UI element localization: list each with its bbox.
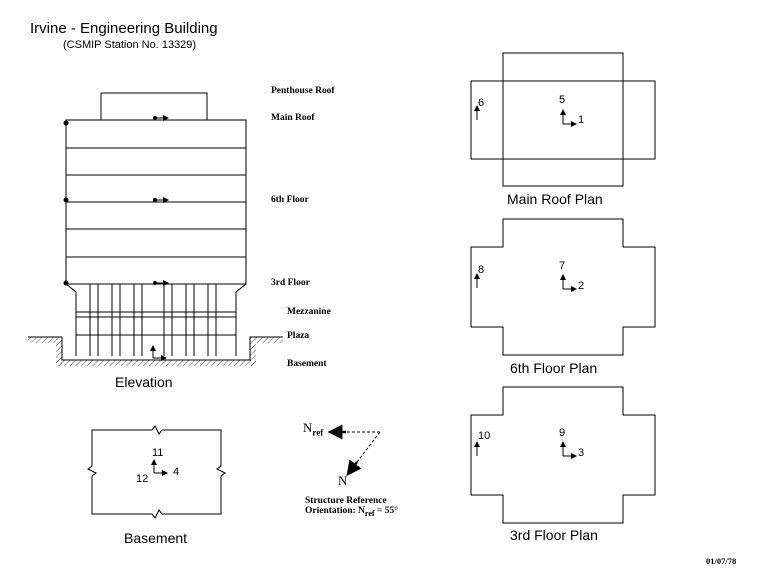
level-label-basement: Basement [287,359,327,369]
sensor-label-2: 2 [578,280,585,292]
n-label: N [338,473,348,488]
page-subtitle: (CSMIP Station No. 13329) [63,39,197,51]
sensor-label-1: 1 [578,114,585,126]
3rd-floor-plan-drawing [470,386,656,524]
level-label-main-roof: Main Roof [271,113,315,123]
sensor-label-5: 5 [559,94,566,106]
sensor-label-11: 11 [152,447,164,459]
level-label-3rd-floor: 3rd Floor [271,278,310,288]
level-label-mezzanine: Mezzanine [287,307,331,317]
orientation-arrows [327,424,381,476]
date-stamp: 01/07/78 [706,556,737,566]
orientation-caption-line2: Orientation: Nref = 55° [305,506,398,518]
main-roof-plan-caption: Main Roof Plan [507,191,603,207]
elevation-drawing [28,92,283,366]
elevation-caption: Elevation [115,374,173,390]
6th-floor-plan-drawing [470,218,656,356]
basement-caption: Basement [124,530,188,546]
main-roof-plan-drawing [470,52,656,187]
sensor-label-3: 3 [578,447,585,459]
sensor-label-10: 10 [478,430,491,442]
sensor-label-12: 12 [136,473,149,485]
penthouse-box [100,92,208,121]
6th-floor-plan-caption: 6th Floor Plan [510,360,598,376]
orientation-caption-line1: Structure Reference [305,496,387,506]
sensor-label-4: 4 [173,466,180,478]
level-label-plaza: Plaza [287,331,310,341]
sensor-label-6: 6 [478,97,485,109]
level-label-6th-floor: 6th Floor [271,195,309,205]
n-ref-label: Nref [303,420,324,438]
sensor-label-7: 7 [559,260,566,272]
sensor-label-9: 9 [559,427,566,439]
level-label-penthouse-roof: Penthouse Roof [271,86,335,96]
basement-plan-drawing [87,425,226,519]
3rd-floor-plan-caption: 3rd Floor Plan [510,527,598,543]
sensor-label-8: 8 [478,264,485,276]
page-title: Irvine - Engineering Building [30,20,218,37]
